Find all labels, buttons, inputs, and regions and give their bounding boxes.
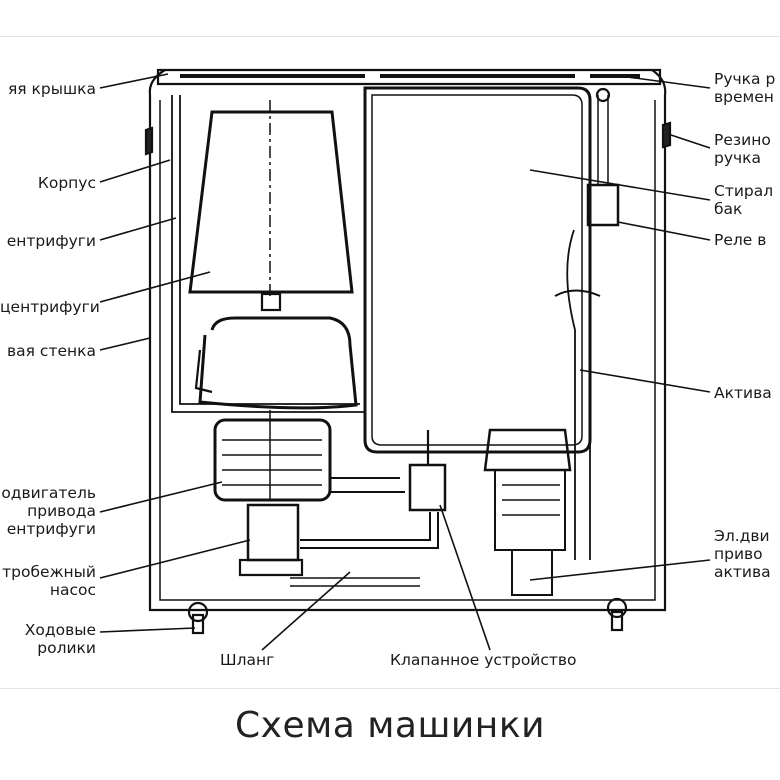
washing-machine-diagram [99, 68, 711, 651]
hose-shape [329, 470, 405, 493]
rollers-shape [187, 597, 628, 635]
label-centrifuge-lid: ентрифуги [6, 232, 96, 250]
label-wash-tank-line2: бак [714, 200, 743, 218]
casing-inner [159, 100, 656, 601]
centrifuge-cone [188, 110, 354, 294]
centrifuge-motor-shape [213, 418, 332, 502]
label-timer-relay: Реле в [714, 231, 767, 249]
left-handle [144, 126, 154, 156]
label-rollers: Ходовые ролики [0, 621, 96, 657]
label-lid: яя крышка [7, 80, 96, 98]
label-centrifuge-motor: одвигатель привода ентрифуги [0, 484, 96, 538]
label-rubber-handle-line1: Резино [714, 131, 771, 149]
bottom-border [0, 688, 780, 689]
label-partition-wall: вая стенка [7, 342, 96, 360]
pump-shape [246, 503, 300, 562]
label-centrifuge-motor-line1: одвигатель [1, 484, 96, 502]
label-activator-motor-line2: приво [714, 545, 763, 563]
label-centrifuge-motor-line2: привода [27, 502, 96, 520]
label-timer-handle-line1: Ручка р [714, 70, 776, 88]
label-body: Корпус [37, 174, 96, 192]
activator-shape [483, 428, 572, 472]
label-wash-tank: Стирал бак [714, 182, 773, 218]
partition-wall-shape [171, 95, 365, 413]
casing-outline [148, 95, 667, 612]
label-centrifuge-drum: центрифуги [0, 298, 100, 316]
label-wash-tank-line1: Стирал [714, 182, 774, 200]
diagram-caption: Схема машинки [235, 705, 545, 746]
label-pump-line1: тробежный [2, 563, 96, 581]
timer-relay-shape [586, 183, 620, 227]
label-valve: Клапанное устройство [390, 651, 577, 669]
label-pump: тробежный насос [0, 563, 96, 599]
label-hose: Шланг [220, 651, 275, 669]
label-rubber-handle-line2: ручка [714, 149, 762, 167]
label-rollers-line2: ролики [37, 639, 96, 657]
label-activator-motor-line3: актива [714, 563, 771, 581]
wash-tank [363, 86, 592, 454]
label-activator: Актива [714, 384, 772, 402]
label-centrifuge-motor-line3: ентрифуги [6, 520, 96, 538]
label-activator-motor-line1: Эл.дви [714, 527, 770, 545]
right-handle [661, 121, 672, 149]
label-rubber-handle: Резино ручка [714, 131, 771, 167]
lid-shape [156, 68, 662, 86]
label-timer-handle-line2: времен [714, 88, 774, 106]
label-timer-handle: Ручка р времен [714, 70, 775, 106]
label-rollers-line1: Ходовые [24, 621, 96, 639]
centrifuge-housing [198, 316, 358, 410]
valve-shape [408, 463, 447, 512]
top-border [0, 36, 780, 37]
label-activator-motor: Эл.дви приво актива [714, 527, 771, 581]
label-pump-line2: насос [49, 581, 96, 599]
